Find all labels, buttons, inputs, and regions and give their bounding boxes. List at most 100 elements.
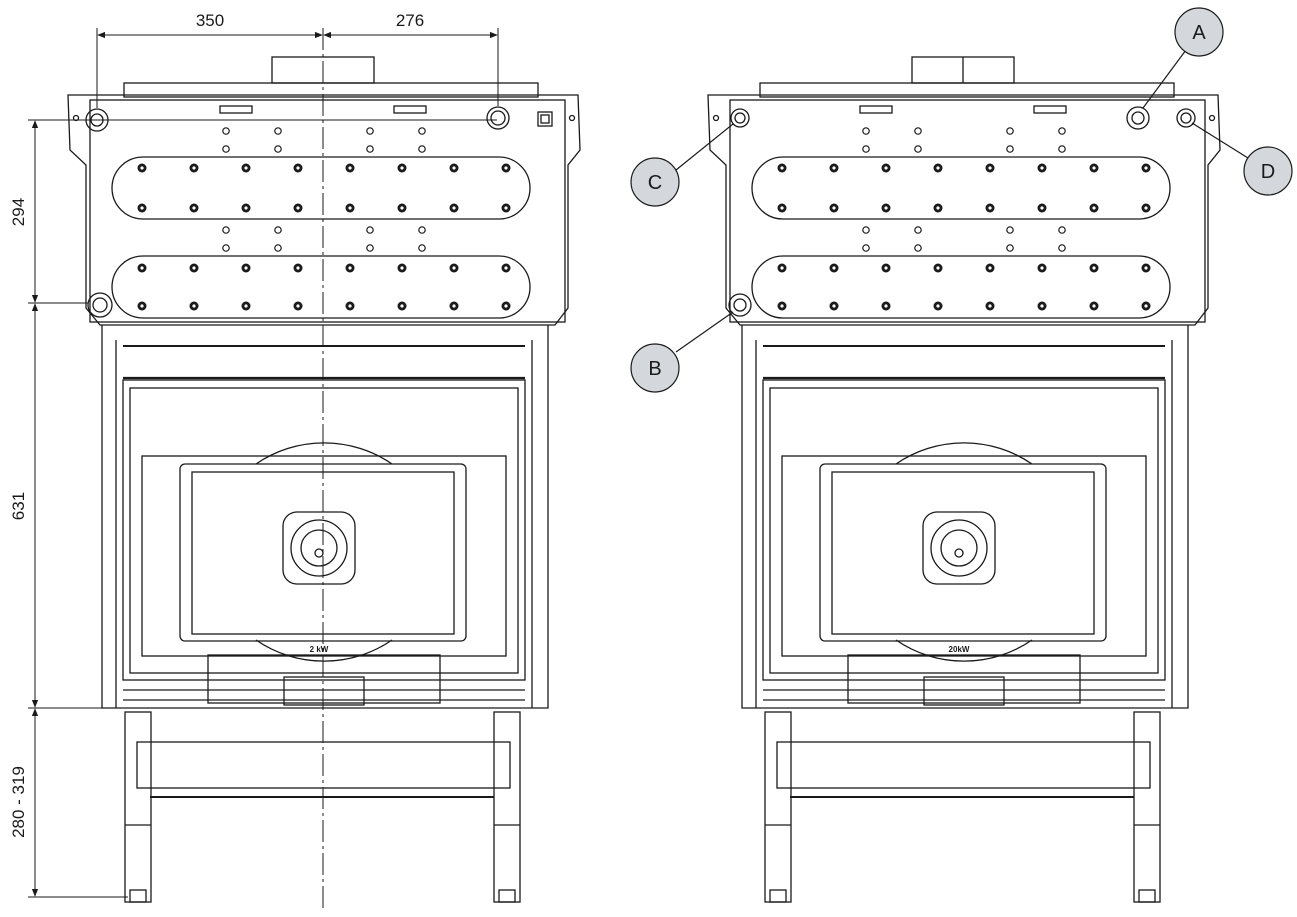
upper-body-outline	[707, 94, 1221, 326]
dimension-276: 276	[396, 11, 424, 30]
handle-knob	[930, 519, 988, 577]
bolt-hole-small	[418, 226, 426, 234]
bolt-hole-small	[366, 226, 374, 234]
callout-bubble	[630, 343, 680, 393]
bolt-hole	[780, 304, 784, 308]
bolt-hole	[504, 266, 508, 270]
bolt-pattern-left	[137, 127, 511, 311]
ash-pan-frame	[847, 654, 1081, 704]
slot	[1033, 105, 1067, 114]
bolt-hole-small	[418, 145, 426, 153]
bolt-hole	[140, 206, 144, 210]
bolt-hole	[192, 166, 196, 170]
bolt-hole	[1092, 206, 1096, 210]
bolt-hole-small	[418, 244, 426, 252]
upper-body-outline	[67, 94, 581, 326]
ash-pan-frame	[207, 654, 441, 704]
bolt-hole	[400, 206, 404, 210]
bolt-hole	[884, 304, 888, 308]
bolt-hole	[1040, 206, 1044, 210]
bolt-hole	[348, 206, 352, 210]
handle-plate	[922, 511, 996, 585]
bolt-hole	[832, 266, 836, 270]
bolt-hole-small	[1058, 127, 1066, 135]
bolt-hole	[452, 166, 456, 170]
exchanger-panel-upper	[111, 156, 531, 220]
bolt-hole	[504, 206, 508, 210]
bolt-hole-small	[862, 145, 870, 153]
bolt-hole-small	[274, 244, 282, 252]
door-glass	[831, 471, 1095, 635]
bolt-hole	[780, 206, 784, 210]
bolt-hole	[296, 166, 300, 170]
power-rating-left: 2 kW	[310, 645, 329, 654]
bolt-hole	[244, 304, 248, 308]
lower-body-outline	[101, 325, 549, 709]
callout-label-d: D	[1261, 161, 1275, 183]
bolt-hole	[452, 304, 456, 308]
callout-bubble	[1174, 7, 1224, 57]
bolt-hole	[400, 304, 404, 308]
top-cap	[123, 82, 539, 98]
bolt-hole	[1144, 206, 1148, 210]
callout-c: C	[630, 157, 680, 207]
right-view	[707, 56, 1221, 903]
bolt-hole	[140, 266, 144, 270]
bolt-hole	[1092, 166, 1096, 170]
bolt-hole	[884, 206, 888, 210]
lower-body-outline	[741, 325, 1189, 709]
callout-label-a: A	[1192, 22, 1206, 44]
pipe-connection-bottom-left	[87, 292, 113, 318]
bolt-hole	[504, 166, 508, 170]
bolt-hole-small	[222, 127, 230, 135]
bolt-hole	[192, 266, 196, 270]
bolt-hole-small	[1006, 226, 1014, 234]
bolt-hole-small	[1006, 244, 1014, 252]
bolt-hole-small	[366, 127, 374, 135]
bolt-hole	[244, 206, 248, 210]
bolt-hole-small	[418, 127, 426, 135]
bolt-hole	[780, 166, 784, 170]
bolt-hole	[988, 206, 992, 210]
bolt-hole-small	[366, 145, 374, 153]
bolt-hole	[296, 304, 300, 308]
bolt-hole	[140, 304, 144, 308]
door-frame	[141, 455, 507, 657]
regulation-dial	[255, 442, 393, 465]
bolt-hole-small	[222, 145, 230, 153]
bolt-hole	[936, 304, 940, 308]
handle-plate	[282, 511, 356, 585]
bolt-hole	[244, 166, 248, 170]
bolt-hole-small	[274, 226, 282, 234]
slot	[859, 105, 893, 114]
bolt-hole	[1040, 266, 1044, 270]
bolt-hole	[936, 266, 940, 270]
callout-a: A	[1174, 7, 1224, 57]
callout-label-b: B	[648, 358, 661, 380]
bolt-hole-small	[914, 244, 922, 252]
bolt-hole	[452, 266, 456, 270]
stand-crossbar	[776, 741, 1151, 789]
bolt-hole-small	[274, 127, 282, 135]
pipe-connection-top-right	[486, 106, 510, 130]
bolt-hole	[988, 304, 992, 308]
stand-leg-right	[493, 711, 521, 903]
slot	[219, 105, 253, 114]
bolt-hole	[988, 266, 992, 270]
callout-label-c: C	[648, 172, 662, 194]
bolt-hole	[192, 206, 196, 210]
bolt-hole	[1040, 304, 1044, 308]
bolt-hole-small	[1058, 244, 1066, 252]
bolt-hole	[452, 206, 456, 210]
bolt-hole	[884, 266, 888, 270]
bolt-hole	[192, 304, 196, 308]
bolt-hole-small	[862, 226, 870, 234]
power-rating-right: 20kW	[949, 645, 970, 654]
dimension-280-319: 280 - 319	[9, 766, 28, 838]
slot	[393, 105, 427, 114]
connection-a	[1126, 106, 1150, 130]
callout-bubble	[1243, 146, 1293, 196]
bolt-hole	[400, 266, 404, 270]
upper-body-inner	[89, 99, 566, 323]
